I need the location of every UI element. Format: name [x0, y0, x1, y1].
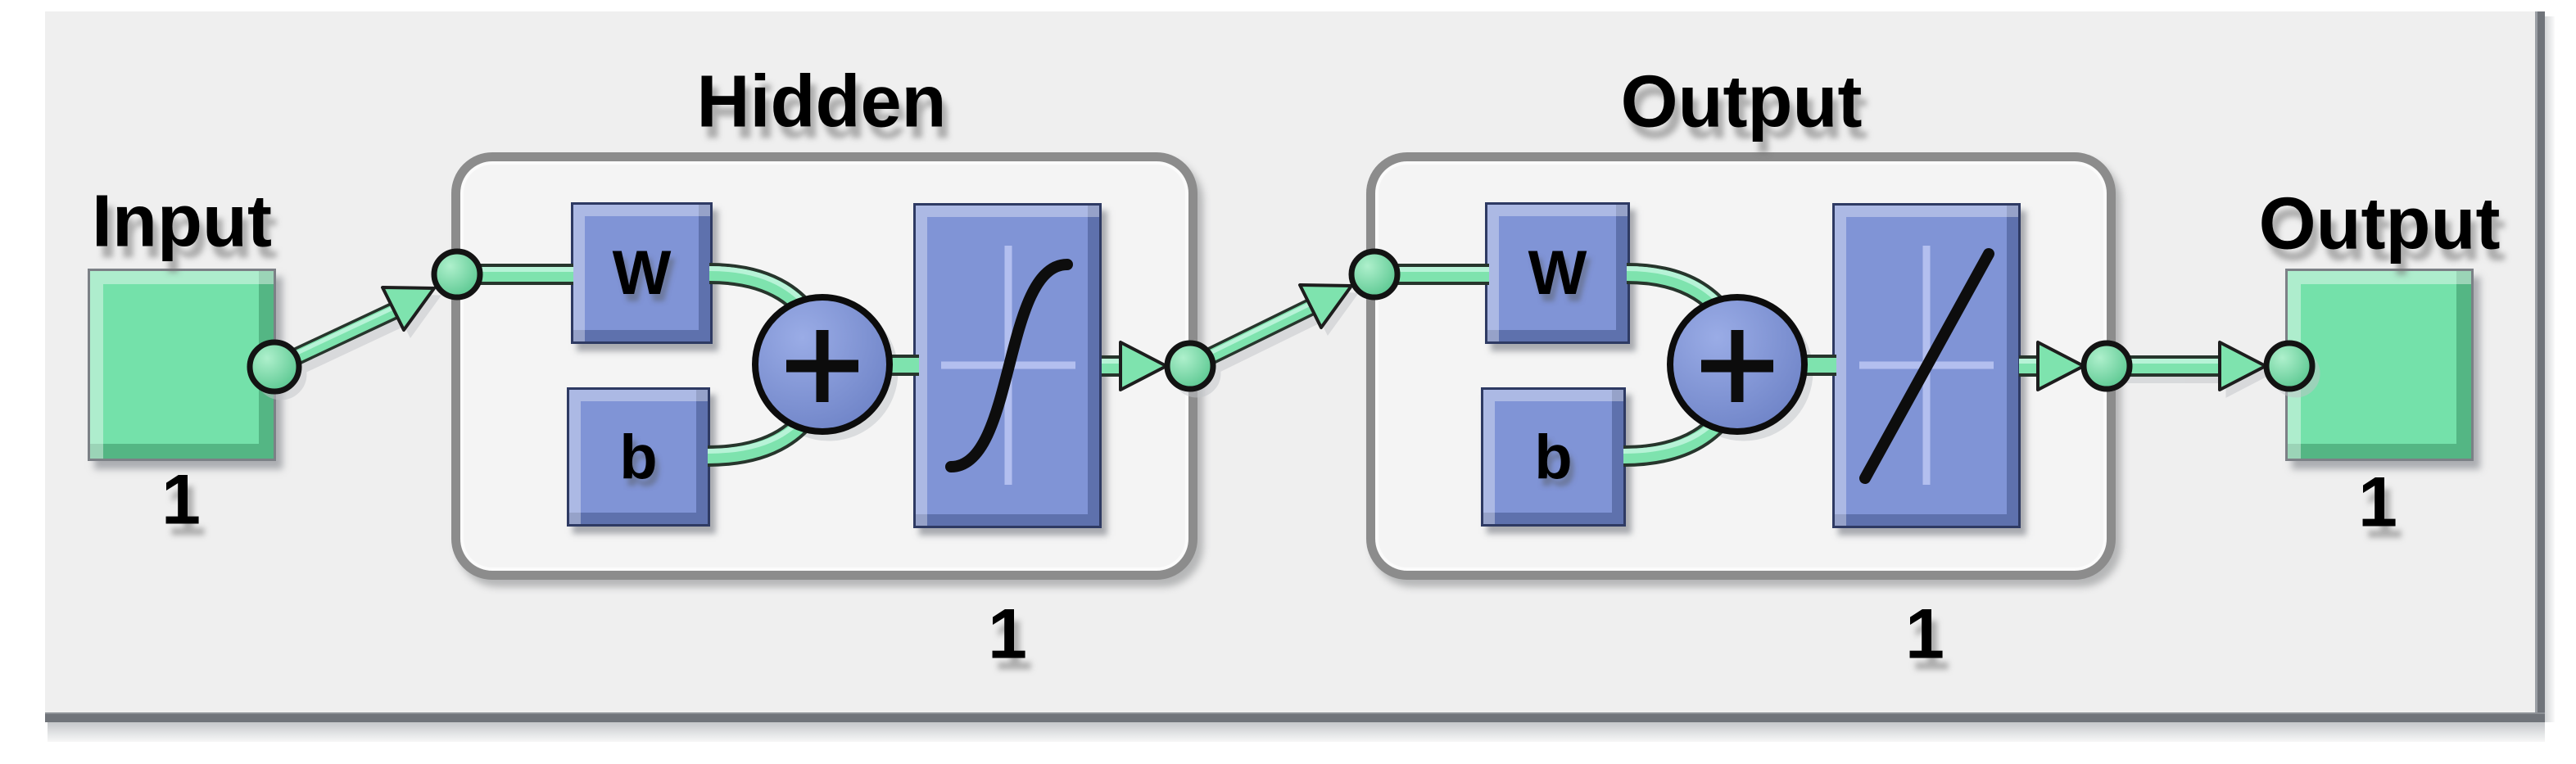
output-block [2285, 269, 2474, 461]
diagram-canvas [45, 11, 2535, 712]
input-label: Input [92, 180, 272, 263]
output-bias-label: b [1534, 422, 1573, 492]
hidden-bias-block: b [567, 387, 710, 527]
output-weight-label: W [1528, 238, 1587, 308]
window-right-shadow [2545, 16, 2555, 722]
hidden-layer-size: 1 [988, 594, 1027, 674]
window-bottom-edge [45, 712, 2545, 722]
window-bottom-shadow [48, 722, 2545, 742]
output-label: Output [2258, 183, 2501, 265]
output-bias-block: b [1481, 387, 1626, 527]
hidden-transfer-block [913, 203, 1102, 528]
output-weight-block: W [1485, 202, 1630, 344]
output-transfer-block [1832, 203, 2021, 528]
input-size: 1 [161, 460, 201, 540]
hidden-layer-title: Hidden [696, 61, 947, 143]
output-size: 1 [2358, 463, 2397, 542]
hidden-weight-label: W [612, 238, 672, 308]
hidden-bias-label: b [619, 422, 658, 492]
hidden-weight-block: W [571, 202, 713, 344]
output-layer-size: 1 [1905, 594, 1944, 674]
output-layer-title: Output [1620, 61, 1863, 143]
input-block [88, 269, 276, 461]
window-right-edge [2535, 11, 2545, 722]
